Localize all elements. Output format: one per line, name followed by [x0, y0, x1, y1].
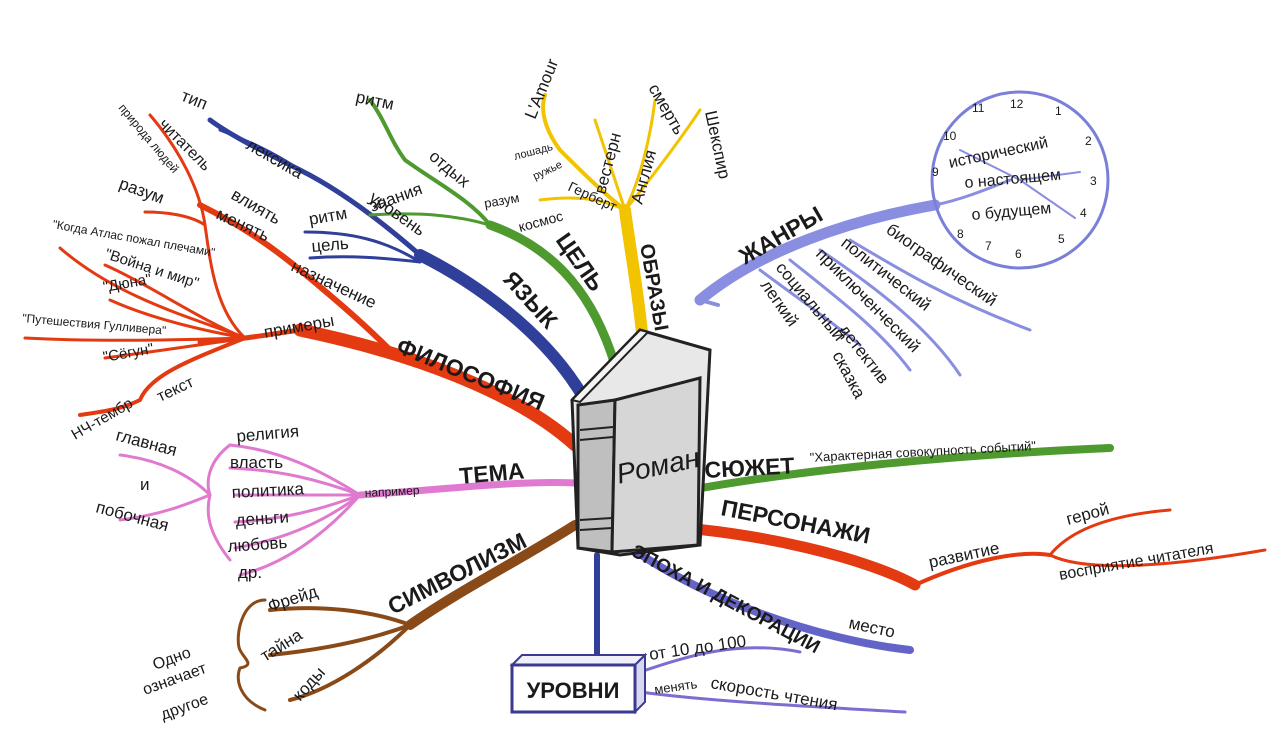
language-type: тип	[179, 86, 211, 114]
levels-label: УРОВНИ	[527, 678, 620, 703]
levels-reading-speed: скорость чтения	[709, 673, 839, 714]
images-western: вестерн	[591, 131, 626, 196]
characters-hero: герой	[1064, 499, 1111, 529]
philosophy-reason: разум	[117, 174, 167, 208]
theme-branch-lines	[118, 443, 579, 577]
images-shakespeare: Шекспир	[701, 109, 734, 181]
theme-power: власть	[230, 453, 283, 472]
images-lamour: L'Amour	[521, 56, 562, 122]
plot-main-line	[686, 444, 1114, 494]
genres-arrow-icon	[698, 283, 720, 307]
images-cosmos: космос	[517, 208, 565, 235]
genres-clock-present: о настоящем	[964, 167, 1062, 192]
clock-number: 4	[1080, 206, 1087, 220]
philosophy-purpose: назначение	[288, 256, 379, 312]
images-horse: лошадь	[513, 141, 555, 163]
clock-numbers: 12 11 10 9 8 7 6 5 4 3 2 1	[932, 97, 1097, 261]
theme-religion: религия	[236, 422, 300, 446]
language-vocabulary: лексика	[243, 135, 307, 183]
theme-love: любовь	[227, 533, 288, 556]
clock-number: 11	[972, 101, 985, 115]
genres-branch-lines	[694, 90, 1110, 377]
clock-number: 7	[985, 239, 992, 253]
genres-clock-future: о будущем	[971, 200, 1052, 224]
philosophy-branch-lines	[23, 113, 582, 452]
book-icon: Роман	[570, 328, 712, 557]
language-main-line	[414, 249, 591, 406]
plot-branch-lines	[686, 444, 1114, 494]
clock-number: 2	[1085, 134, 1092, 148]
theme-connector: например	[364, 483, 420, 500]
levels-branch-lines	[594, 552, 907, 714]
genres-clock-historical: исторический	[947, 134, 1049, 172]
clock-circle	[930, 90, 1110, 270]
theme-label: ТЕМА	[458, 457, 525, 489]
clock-number: 12	[1010, 97, 1024, 111]
clock-number: 3	[1090, 174, 1097, 188]
clock-number: 1	[1055, 104, 1062, 118]
images-gun: ружье	[531, 159, 564, 183]
language-branch-lines	[207, 117, 591, 406]
language-label: ЯЗЫК	[498, 266, 563, 334]
symbolism-note-line3: другое	[159, 691, 211, 724]
clock-number: 6	[1015, 247, 1022, 261]
levels-box: УРОВНИ	[509, 652, 648, 715]
purpose-leisure: отдых	[425, 147, 474, 192]
symbolism-codes: коды	[289, 663, 329, 705]
clock-number: 8	[957, 227, 964, 241]
images-england: Англия	[628, 148, 661, 206]
theme-and: и	[140, 475, 150, 494]
theme-other: др.	[238, 563, 262, 582]
plot-label: СЮЖЕТ	[704, 452, 795, 483]
clock-number: 10	[943, 129, 957, 143]
philosophy-example-shogun: "Сёгун"	[102, 340, 155, 366]
theme-money: деньги	[235, 507, 290, 530]
epoch-branch-lines	[616, 536, 914, 654]
symbolism-main-line	[405, 520, 580, 630]
theme-secondary: побочная	[94, 498, 171, 536]
genres-main-line	[694, 199, 941, 306]
philosophy-main-line	[293, 323, 582, 452]
purpose-rhythm: ритм	[354, 87, 396, 114]
levels-change: менять	[653, 676, 698, 697]
symbolism-branch-lines	[236, 520, 580, 712]
purpose-branch-lines	[368, 98, 620, 370]
language-goal: цель	[311, 234, 350, 256]
theme-main-line	[356, 478, 579, 499]
clock-number: 9	[932, 165, 939, 179]
symbolism-label: СИМВОЛИЗМ	[383, 527, 530, 619]
symbolism-freud: Фрейд	[265, 582, 320, 616]
symbolism-mystery: тайна	[257, 625, 306, 665]
levels-range: от 10 до 100	[648, 632, 747, 664]
philosophy-label: ФИЛОСОФИЯ	[393, 333, 548, 416]
clock-number: 5	[1058, 232, 1065, 246]
language-rhythm: ритм	[307, 204, 348, 229]
purpose-main-line	[485, 220, 620, 370]
theme-politics: политика	[231, 479, 305, 502]
epoch-main-line	[616, 536, 914, 654]
images-mind: разум	[483, 190, 521, 211]
